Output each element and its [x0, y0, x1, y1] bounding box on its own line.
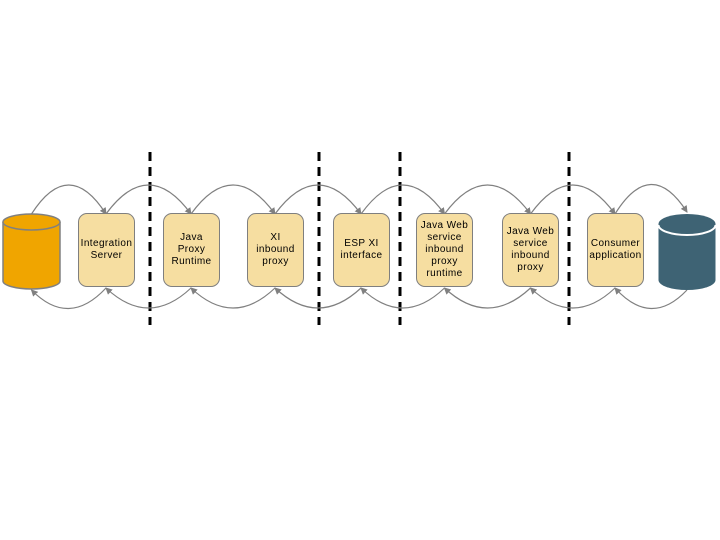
node-java-proxy-runtime: Java Proxy Runtime [163, 213, 220, 287]
bottom-arc-connector [30, 287, 107, 310]
node-integration-server: Integration Server [78, 213, 135, 287]
top-arc-connector [105, 184, 192, 215]
node-xi-inbound-proxy: XI inbound proxy [247, 213, 304, 287]
top-arc-connector [614, 184, 688, 215]
top-connectors [30, 184, 688, 215]
bottom-arc-connector [443, 287, 531, 309]
source-database-cylinder-icon [2, 213, 61, 290]
node-label: Java Web service inbound proxy runtime [420, 220, 469, 279]
bottom-arc-connector [274, 287, 362, 309]
node-label: Integration Server [80, 238, 133, 261]
bottom-arc-connector [529, 287, 616, 309]
node-java-web-service-inbound-proxy-runtime: Java Web service inbound proxy runtime [416, 213, 473, 287]
top-arc-connector [190, 184, 276, 215]
node-label: Consumer application [589, 238, 642, 261]
bottom-arc-connector [360, 287, 445, 309]
node-consumer-application: Consumer application [587, 213, 644, 287]
top-arc-connector [360, 184, 446, 215]
node-esp-xi-interface: ESP XI interface [333, 213, 390, 287]
bottom-arc-connector [190, 287, 276, 309]
top-arc-connector [530, 184, 616, 215]
top-arc-connector [444, 184, 532, 215]
node-label: Java Web service inbound proxy [506, 226, 555, 273]
target-database-cylinder-icon [657, 214, 717, 290]
node-label: XI inbound proxy [256, 232, 295, 267]
bottom-connectors [30, 287, 688, 310]
bottom-arc-connector [614, 287, 688, 310]
top-arc-connector [30, 184, 107, 215]
bottom-arc-connector [105, 287, 192, 309]
node-java-web-service-inbound-proxy: Java Web service inbound proxy [502, 213, 559, 287]
node-label: Java Proxy Runtime [171, 232, 212, 267]
node-label: ESP XI interface [340, 238, 383, 261]
top-arc-connector [274, 184, 362, 215]
